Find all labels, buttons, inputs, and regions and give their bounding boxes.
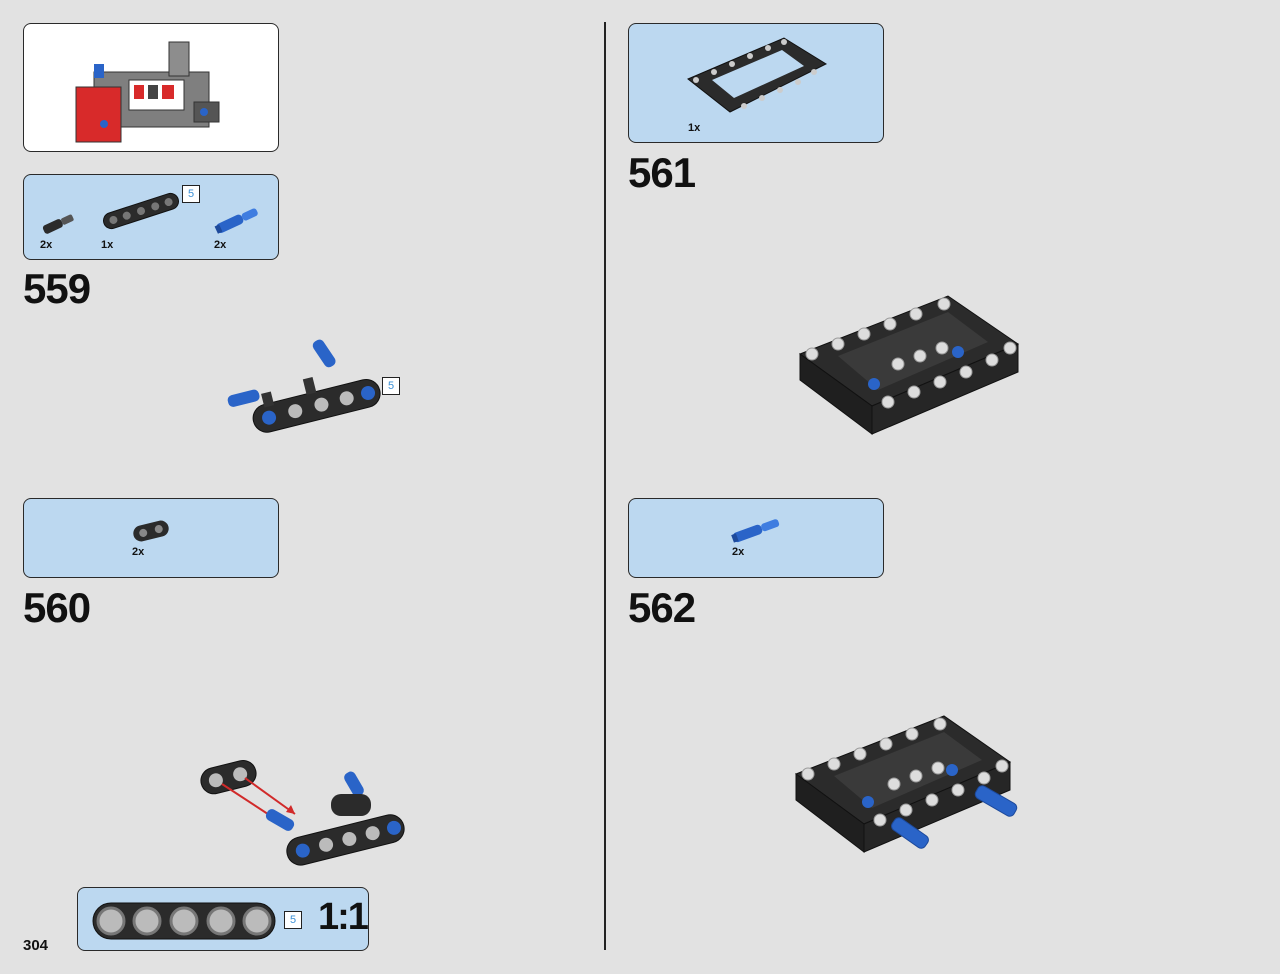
column-divider <box>604 22 606 950</box>
step-562-parts-callout: 2x <box>628 498 884 578</box>
step-561-assembly-image <box>798 295 1020 435</box>
part-qty: 1x <box>688 122 701 134</box>
beam-5-scale-icon <box>92 902 276 940</box>
step-560-assembly-image <box>200 759 405 866</box>
part-qty: 2x <box>40 239 53 251</box>
step-number: 562 <box>628 584 696 631</box>
step-562-assembly-image <box>794 715 1018 854</box>
step-561-parts-callout: 1x <box>628 23 884 143</box>
step-number: 559 <box>23 265 91 312</box>
callout-length-badge: 5 <box>382 377 400 395</box>
submodel-overview-box <box>23 23 279 152</box>
part-qty: 1x <box>101 239 114 251</box>
ruler-callout: 5 <box>77 887 369 951</box>
black-2-beam-icon <box>133 520 169 542</box>
step-559-parts-callout: 2x 1x 5 2x <box>23 174 279 260</box>
page-number: 304 <box>23 937 49 954</box>
step-number: 561 <box>628 149 696 196</box>
step-number: 560 <box>23 584 91 631</box>
step-559-assembly-image <box>227 339 381 433</box>
part-length-badge: 5 <box>182 185 200 203</box>
submodel-model-image <box>75 41 220 143</box>
part-qty: 2x <box>214 239 227 251</box>
black-5-beam-icon <box>103 192 179 230</box>
black-frame-icon <box>687 37 828 113</box>
step-560-parts-callout: 2x <box>23 498 279 578</box>
scale-label: 1:1 <box>318 896 369 938</box>
blue-axle-pin-icon <box>731 519 780 543</box>
part-qty: 2x <box>732 546 745 558</box>
blue-axle-pin-icon <box>214 208 258 234</box>
part-qty: 2x <box>132 546 145 558</box>
ruler-length-badge: 5 <box>284 911 302 929</box>
black-axle-pin-icon <box>42 214 74 234</box>
